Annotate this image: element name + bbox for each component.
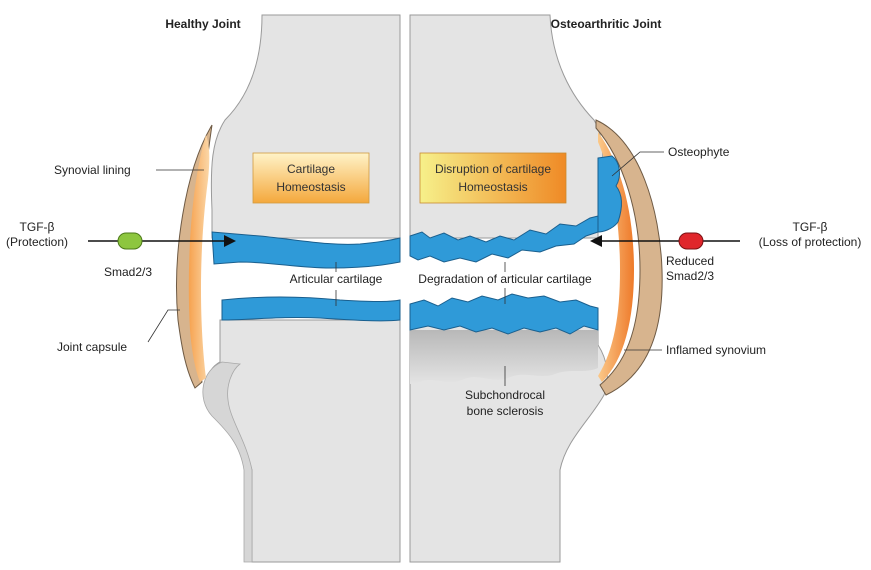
label-tgf-right-2: (Loss of protection)	[759, 235, 862, 249]
box-cartilage-homeostasis: Cartilage Homeostasis	[253, 153, 369, 203]
label-smad-right-2: Smad2/3	[666, 269, 714, 283]
label-tgf-left-1: TGF-β	[20, 220, 55, 234]
label-joint-capsule: Joint capsule	[57, 340, 127, 354]
label-tgf-left-2: (Protection)	[6, 235, 68, 249]
label-smad-right-1: Reduced	[666, 254, 714, 268]
label-sclerosis-2: bone sclerosis	[467, 404, 544, 418]
label-sclerosis-1: Subchondrocal	[465, 388, 545, 402]
label-osteophyte: Osteophyte	[668, 145, 730, 159]
label-smad-left: Smad2/3	[104, 265, 152, 279]
label-tgf-right-1: TGF-β	[793, 220, 828, 234]
box-left-line1: Cartilage	[287, 162, 335, 176]
femur-right	[410, 15, 603, 238]
box-right-line1: Disruption of cartilage	[435, 162, 551, 176]
title-healthy-joint: Healthy Joint	[165, 17, 240, 31]
label-synovial-lining: Synovial lining	[54, 163, 131, 177]
label-inflamed-synovium: Inflamed synovium	[666, 343, 766, 357]
title-osteoarthritic-joint: Osteoarthritic Joint	[551, 17, 662, 31]
label-degradation: Degradation of articular cartilage	[418, 272, 592, 286]
femur-left	[211, 15, 400, 238]
box-disruption-homeostasis: Disruption of cartilage Homeostasis	[420, 153, 566, 203]
degraded-cartilage-lower	[410, 294, 598, 334]
label-articular-cartilage: Articular cartilage	[290, 272, 383, 286]
articular-cartilage-lower-left	[222, 297, 400, 321]
smad-healthy-icon	[118, 233, 142, 249]
box-right-line2: Homeostasis	[458, 180, 527, 194]
osteophyte	[598, 156, 622, 232]
smad-reduced-icon	[679, 233, 703, 249]
box-left-line2: Homeostasis	[276, 180, 345, 194]
